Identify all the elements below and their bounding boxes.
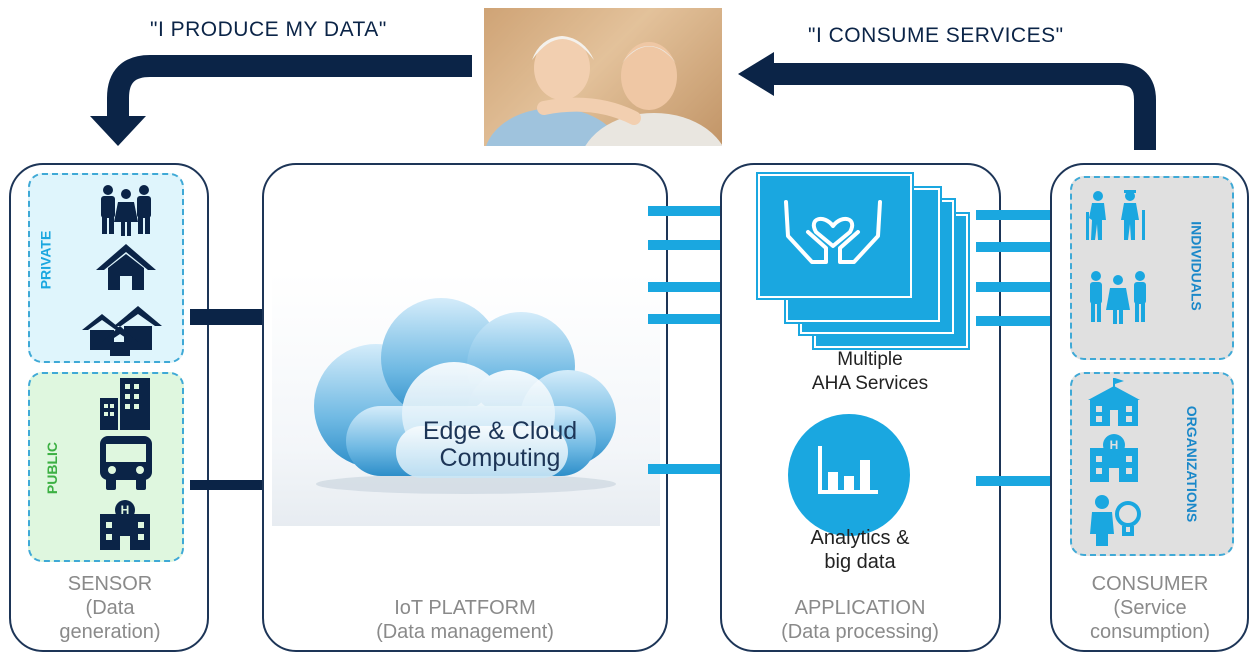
sensor-caption: SENSOR (Data generation) [20,572,200,644]
elderly-walking-icon [1086,190,1145,240]
services-label-line2: AHA Services [811,373,929,394]
neighborhood-icon [82,306,162,356]
svg-text:H: H [1110,438,1119,452]
application-caption: APPLICATION (Data processing) [722,596,998,644]
produce-label: "I PRODUCE MY DATA" [150,18,387,41]
application-caption-line2: (Data processing) [781,621,939,643]
individuals-label: INDIVIDUALS [1188,221,1205,311]
sensor-caption-line3: generation) [59,621,161,643]
svg-text:H: H [121,503,130,517]
cloud-label-line1: Edge & Cloud [422,417,578,445]
caring-hands-icon [784,200,882,264]
services-label: Multiple AHA Services [770,348,970,396]
consumer-caption-line3: consumption) [1089,621,1211,643]
hospital-icon: H [100,500,150,550]
analytics-label: Analytics & big data [760,526,960,574]
services-label-line1: Multiple [837,349,903,370]
cloud-label: Edge & Cloud Computing [400,418,600,472]
platform-caption-line1: IoT PLATFORM [394,597,536,619]
application-caption-line1: APPLICATION [794,597,926,619]
analytics-label-line1: Analytics & [810,527,910,549]
bar-chart-icon [818,446,878,494]
consume-label: "I CONSUME SERVICES" [808,24,1064,47]
analytics-circle [788,414,910,536]
consumer-caption: CONSUMER (Service consumption) [1052,572,1248,644]
produce-arrow [90,55,472,146]
school-building-icon [1088,378,1140,426]
consumer-caption-line2: (Service [1113,597,1187,619]
organizations-label: ORGANIZATIONS [1184,405,1201,523]
hospital-building-icon: H [1090,434,1138,482]
elderly-couple-photo [484,8,722,146]
service-card-front [758,174,912,298]
analytics-label-line2: big data [824,551,896,573]
office-building-icon [100,378,150,430]
platform-caption: IoT PLATFORM (Data management) [300,596,630,644]
private-label: PRIVATE [37,230,54,290]
sensor-caption-line2: (Data [85,597,135,619]
cloud-label-line2: Computing [439,444,561,472]
person-idea-icon [1090,495,1141,546]
individuals-group [1070,176,1234,360]
sensor-caption-line1: SENSOR [67,573,153,595]
family-group-icon [1090,271,1146,324]
public-label: PUBLIC [44,441,61,495]
platform-caption-line2: (Data management) [376,621,554,643]
bus-icon [100,436,152,490]
house-icon [96,244,156,290]
cloud-icon [314,298,616,494]
consumer-caption-line1: CONSUMER [1091,573,1209,595]
consume-arrow [738,52,1156,150]
family-icon [101,185,151,236]
